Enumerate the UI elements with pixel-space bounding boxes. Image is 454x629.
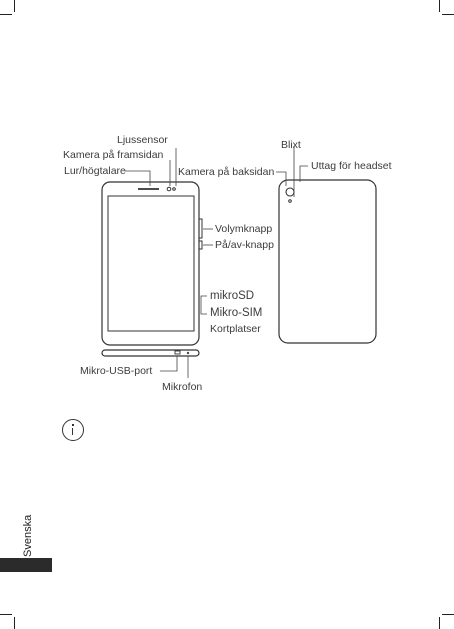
front-camera-lens xyxy=(166,186,172,192)
label-light-sensor: Ljussensor xyxy=(117,134,168,146)
label-micro-sim: Mikro-SIM xyxy=(210,307,263,319)
bottom-edge-view xyxy=(101,349,200,357)
crop-mark-top-left-h xyxy=(0,14,12,15)
label-volume-key: Volymknapp xyxy=(215,223,273,235)
front-device-screen xyxy=(107,195,195,332)
flash-dot xyxy=(288,199,292,203)
label-rear-camera: Kamera på baksidan xyxy=(178,166,275,178)
label-flash: Blixt xyxy=(281,139,301,151)
crop-mark-bottom-right-v xyxy=(439,617,440,629)
crop-mark-bottom-left-h xyxy=(0,614,12,615)
back-device-body xyxy=(278,179,377,344)
crop-mark-top-right-v xyxy=(439,0,440,12)
label-microsd: mikroSD xyxy=(210,290,255,302)
crop-mark-bottom-left-v xyxy=(14,617,15,629)
rear-camera-lens xyxy=(285,187,295,197)
crop-mark-top-left-v xyxy=(14,0,15,12)
label-micro-usb: Mikro-USB-port xyxy=(80,365,153,377)
info-icon xyxy=(62,419,84,441)
crop-mark-top-right-h xyxy=(442,14,454,15)
leader-lines xyxy=(125,146,308,378)
usb-port-shape xyxy=(174,350,181,355)
label-power-key: På/av-knapp xyxy=(215,239,274,251)
power-key-shape xyxy=(198,240,203,250)
crop-mark-bottom-right-h xyxy=(442,614,454,615)
label-headset-jack: Uttag för headset xyxy=(311,160,392,172)
mic-hole xyxy=(186,351,190,355)
light-sensor-dot xyxy=(172,187,176,191)
label-card-slots: Kortplatser xyxy=(210,323,261,335)
label-earpiece: Lur/högtalare xyxy=(64,165,126,177)
side-tab-language-label: Svenska xyxy=(22,514,34,557)
side-tab-marker xyxy=(0,558,52,572)
label-front-camera: Kamera på framsidan xyxy=(63,149,164,161)
volume-key-shape xyxy=(198,218,203,239)
label-microphone: Mikrofon xyxy=(162,381,203,393)
front-device-body xyxy=(101,181,200,346)
